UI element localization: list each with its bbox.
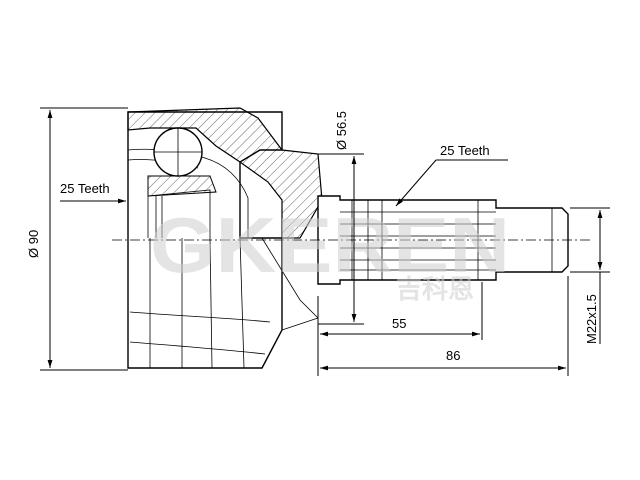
dim-shaft-diameter: Ø 56.5 <box>318 111 364 325</box>
dim-inner-teeth: 25 Teeth <box>60 181 126 204</box>
shaft-diameter-label: Ø 56.5 <box>334 111 349 150</box>
dim-outer-diameter: Ø 90 <box>26 107 128 371</box>
thread-label: M22x1.5 <box>584 294 599 344</box>
svg-text:GKEREN: GKEREN <box>150 201 510 289</box>
length-86-label: 86 <box>446 348 460 363</box>
outer-diameter-label: Ø 90 <box>26 230 41 258</box>
dim-thread: M22x1.5 <box>570 207 610 344</box>
outer-teeth-label: 25 Teeth <box>440 143 490 158</box>
dim-length-86: 86 <box>320 276 569 376</box>
length-55-label: 55 <box>392 316 406 331</box>
watermark: GKEREN 吉科恩 <box>150 201 510 304</box>
svg-text:吉科恩: 吉科恩 <box>396 274 474 304</box>
ball-cage <box>147 127 217 238</box>
inner-teeth-label: 25 Teeth <box>60 181 110 196</box>
dim-outer-teeth: 25 Teeth <box>395 143 508 207</box>
dim-length-55: 55 <box>317 282 483 376</box>
